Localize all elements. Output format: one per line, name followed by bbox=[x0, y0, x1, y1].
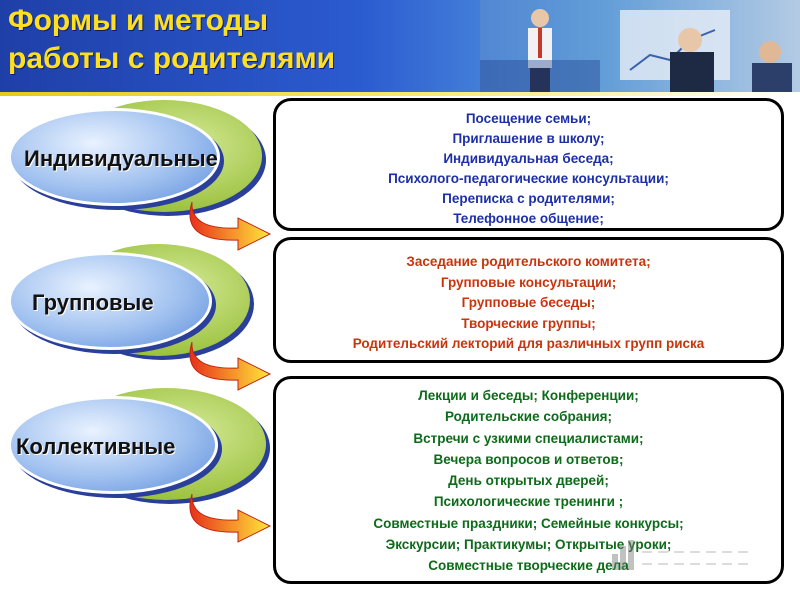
page-title: Формы и методы работы с родителями bbox=[8, 2, 335, 78]
list-item: Психолого-педагогические консультации; bbox=[388, 171, 669, 186]
title-line-2: работы с родителями bbox=[8, 42, 336, 75]
list-item: Творческие группы; bbox=[461, 315, 596, 331]
curved-arrow-icon bbox=[189, 201, 272, 251]
list-item: Телефонное общение; bbox=[453, 211, 604, 226]
category-label-collective: Коллективные bbox=[16, 434, 176, 459]
list-item: Вечера вопросов и ответов; bbox=[433, 451, 624, 467]
list-item: Родительский лекторий для различных груп… bbox=[352, 336, 705, 351]
category-group: Групповые bbox=[8, 244, 270, 364]
category-label-individual: Индивидуальные bbox=[24, 146, 218, 171]
list-item: Переписка с родителями; bbox=[442, 191, 615, 206]
list-item: Лекции и беседы; Конференции; bbox=[418, 388, 639, 403]
header-divider bbox=[0, 92, 800, 96]
methods-box-individual: Посещение семьи; Приглашение в школу; Ин… bbox=[273, 98, 784, 231]
curved-arrow-icon bbox=[189, 341, 272, 391]
list-item: Родительские собрания; bbox=[444, 409, 613, 425]
category-label-group: Групповые bbox=[32, 290, 154, 315]
list-item: Встречи с узкими специалистами; bbox=[413, 430, 644, 446]
list-item: Экскурсии; Практикумы; Открытые уроки; bbox=[385, 537, 672, 553]
list-item: Посещение семьи; bbox=[465, 111, 592, 126]
curved-arrow-icon bbox=[189, 493, 272, 543]
category-individual: Индивидуальные bbox=[8, 100, 270, 220]
header-banner: Формы и методы работы с родителями bbox=[0, 0, 800, 92]
methods-box-collective: Лекции и беседы; Конференции; Родительск… bbox=[273, 376, 784, 584]
category-collective: Коллективные bbox=[8, 388, 270, 508]
list-item: День открытых дверей; bbox=[448, 473, 609, 489]
list-item: Психологические тренинги ; bbox=[433, 494, 624, 510]
list-item: Индивидуальная беседа; bbox=[443, 151, 614, 166]
title-line-1: Формы и методы bbox=[8, 4, 269, 37]
list-item: Заседание родительского комитета; bbox=[406, 254, 651, 269]
list-item: Совместные праздники; Семейные конкурсы; bbox=[373, 515, 684, 531]
bar-chart-icon bbox=[612, 540, 754, 570]
list-item: Групповые консультации; bbox=[440, 274, 617, 290]
list-item: Совместные творческие дела bbox=[428, 558, 629, 574]
presentation-photo bbox=[480, 0, 800, 92]
list-item: Групповые беседы; bbox=[461, 295, 596, 310]
methods-box-group: Заседание родительского комитета; Группо… bbox=[273, 237, 784, 363]
list-item: Приглашение в школу; bbox=[452, 131, 605, 146]
